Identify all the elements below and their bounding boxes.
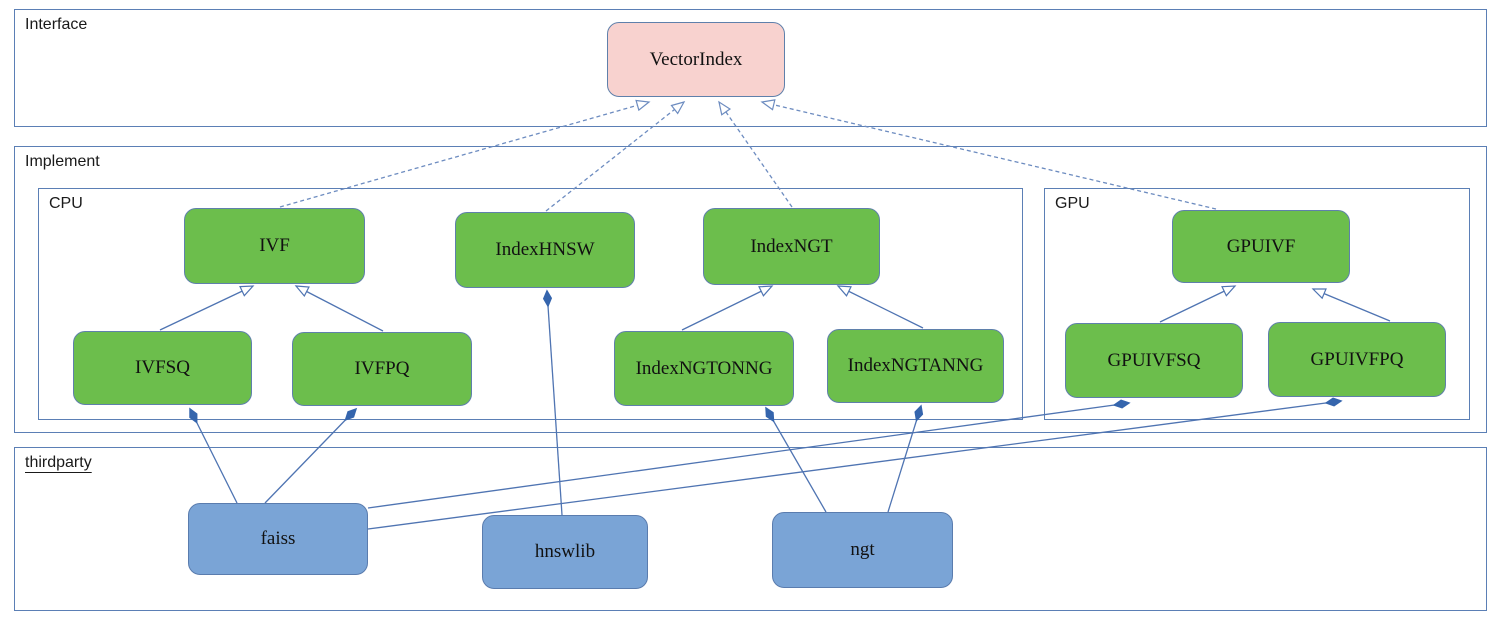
node-vectorindex-label: VectorIndex [649, 48, 743, 70]
node-indexngtonng[interactable]: IndexNGTONNG [614, 331, 794, 406]
node-ivfsq[interactable]: IVFSQ [73, 331, 252, 405]
container-thirdparty-label: thirdparty [25, 454, 92, 471]
node-ngt[interactable]: ngt [772, 512, 953, 588]
node-indexhnsw[interactable]: IndexHNSW [455, 212, 635, 288]
node-vectorindex[interactable]: VectorIndex [607, 22, 785, 97]
container-cpu-label: CPU [49, 195, 83, 212]
node-faiss[interactable]: faiss [188, 503, 368, 575]
node-indexngtonng-label: IndexNGTONNG [635, 357, 773, 379]
node-indexngt-label: IndexNGT [750, 235, 833, 257]
container-gpu-label: GPU [1055, 195, 1090, 212]
node-gpuivfpq[interactable]: GPUIVFPQ [1268, 322, 1446, 397]
node-faiss-label: faiss [260, 528, 296, 549]
node-hnswlib[interactable]: hnswlib [482, 515, 648, 589]
node-ivf-label: IVF [259, 235, 290, 256]
node-ivfpq[interactable]: IVFPQ [292, 332, 472, 406]
node-ivf[interactable]: IVF [184, 208, 365, 284]
container-interface-label: Interface [25, 16, 88, 33]
node-indexngtanng-label: IndexNGTANNG [847, 355, 984, 376]
node-indexngt[interactable]: IndexNGT [703, 208, 880, 285]
node-indexngtanng[interactable]: IndexNGTANNG [827, 329, 1004, 403]
container-implement-label: Implement [25, 153, 100, 170]
node-ivfsq-label: IVFSQ [135, 357, 190, 378]
node-gpuivf[interactable]: GPUIVF [1172, 210, 1350, 283]
node-ivfpq-label: IVFPQ [354, 358, 410, 379]
node-ngt-label: ngt [850, 539, 875, 560]
node-gpuivfpq-label: GPUIVFPQ [1310, 348, 1404, 370]
node-hnswlib-label: hnswlib [534, 541, 596, 562]
node-indexhnsw-label: IndexHNSW [495, 239, 595, 260]
node-gpuivfsq[interactable]: GPUIVFSQ [1065, 323, 1243, 398]
node-gpuivf-label: GPUIVF [1226, 235, 1296, 257]
node-gpuivfsq-label: GPUIVFSQ [1107, 349, 1201, 371]
